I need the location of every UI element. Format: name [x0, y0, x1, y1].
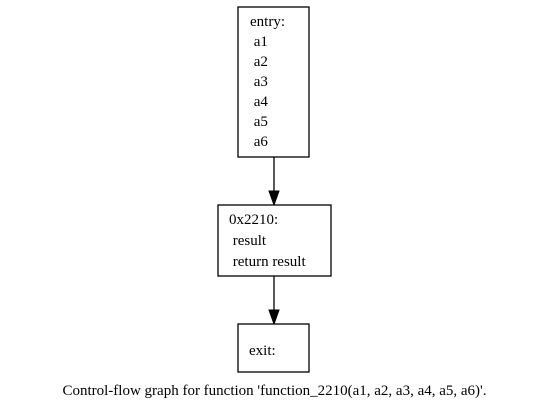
- node-entry-line-3: a3: [250, 74, 268, 90]
- node-0x2210-box: [217, 204, 332, 277]
- node-0x2210: 0x2210: result return result: [217, 204, 332, 277]
- edge-block-to-exit: [268, 276, 280, 326]
- edge-block-to-exit-arrowhead: [268, 309, 280, 326]
- node-entry-box: [237, 6, 310, 158]
- graph-caption: Control-flow graph for function 'functio…: [62, 383, 486, 399]
- node-exit-line-0: exit:: [249, 343, 276, 359]
- node-exit: exit:: [237, 323, 310, 373]
- node-0x2210-line-1: result: [229, 233, 267, 249]
- node-entry-line-2: a2: [250, 54, 268, 70]
- edge-entry-to-block: [268, 157, 280, 207]
- node-entry: entry: a1 a2 a3 a4 a5 a6: [237, 6, 310, 158]
- node-entry-line-0: entry:: [250, 14, 285, 30]
- node-entry-line-6: a6: [250, 134, 268, 150]
- node-entry-line-5: a5: [250, 114, 268, 130]
- node-0x2210-line-0: 0x2210:: [229, 212, 278, 228]
- node-0x2210-line-2: return result: [229, 254, 306, 270]
- node-entry-line-1: a1: [250, 34, 268, 50]
- edge-entry-to-block-arrowhead: [268, 190, 280, 207]
- node-exit-box: [237, 323, 310, 373]
- node-entry-line-4: a4: [250, 94, 268, 110]
